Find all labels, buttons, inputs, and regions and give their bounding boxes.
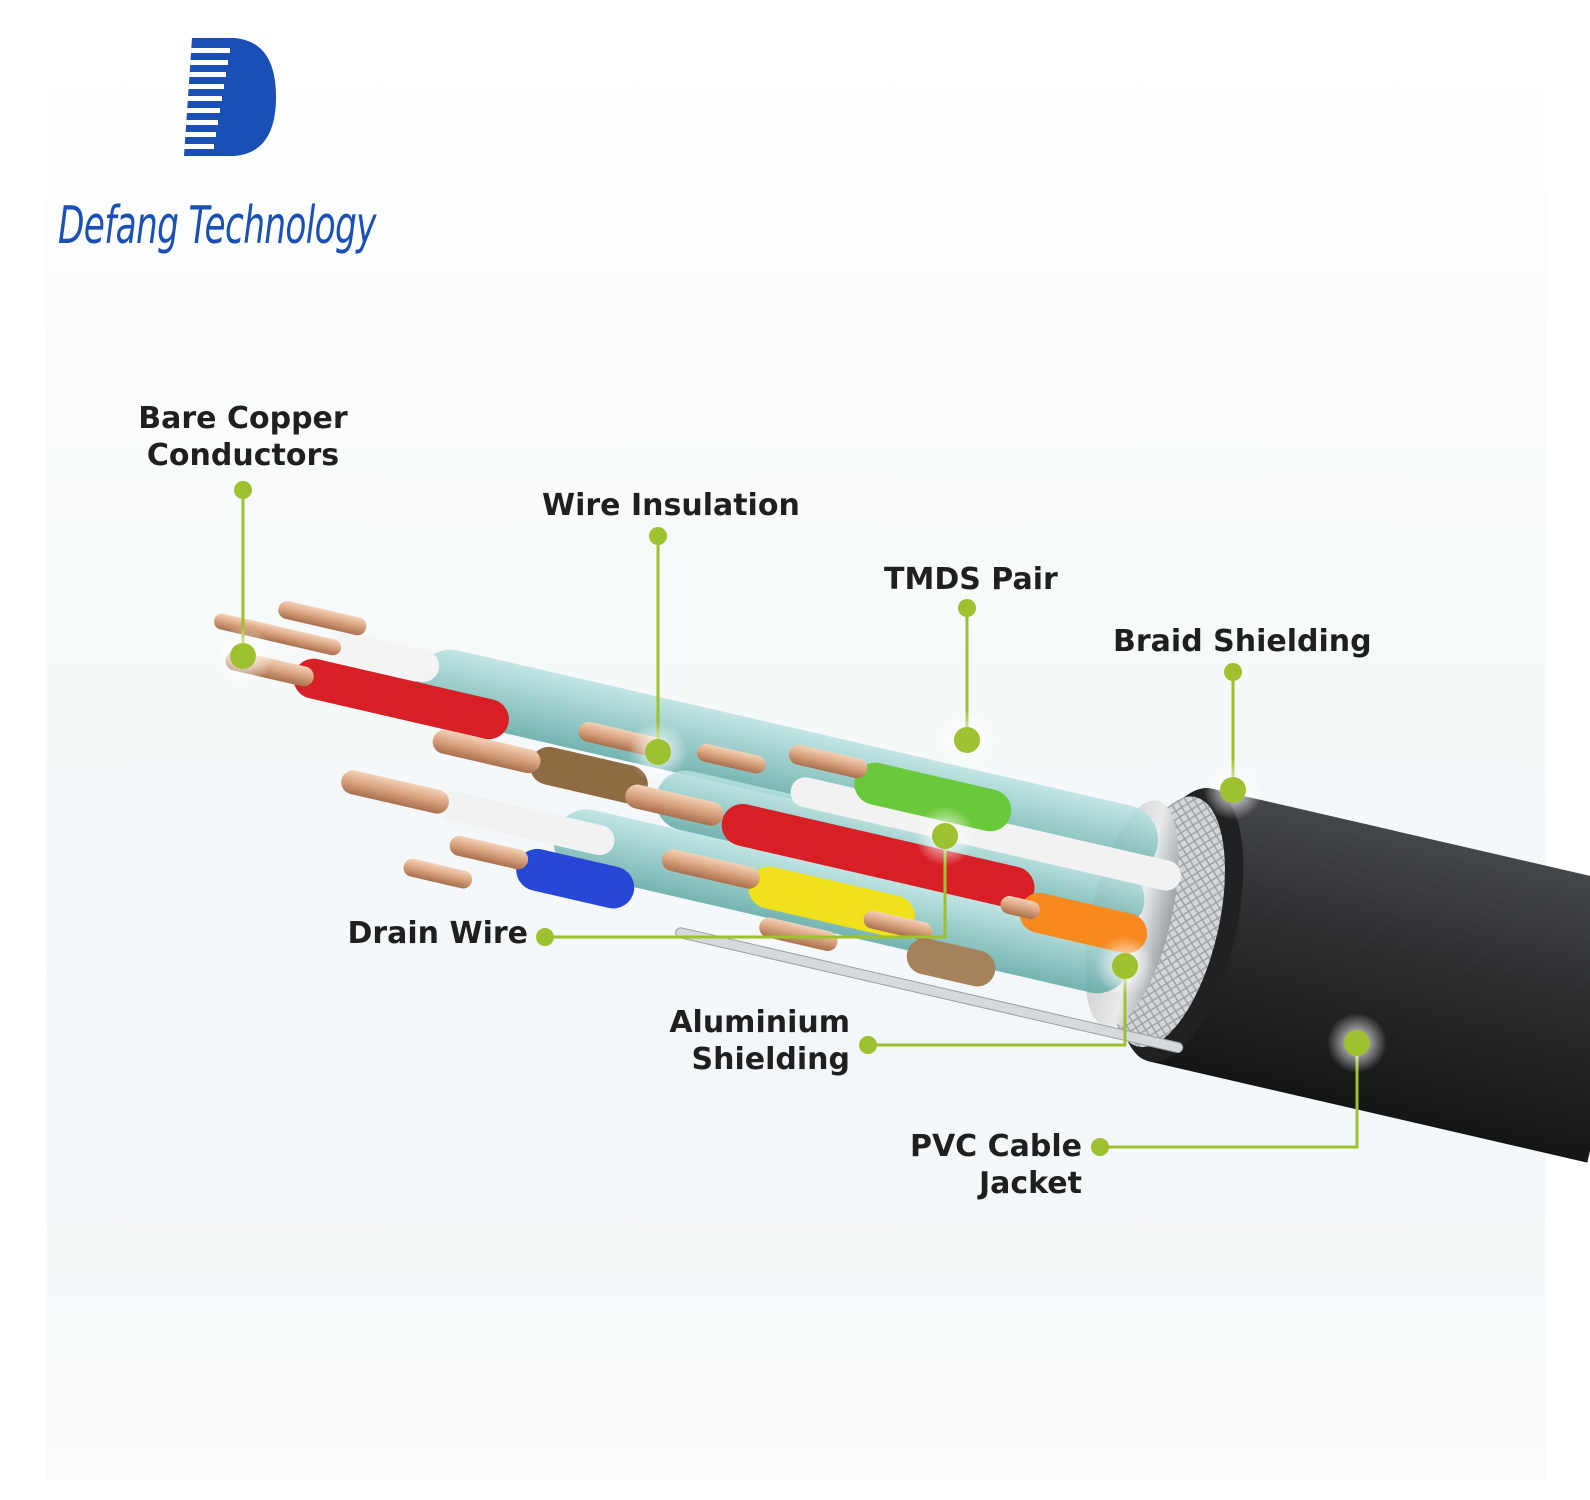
white-wire-1 (331, 632, 440, 683)
brown-wire-1 (529, 746, 648, 804)
label-bare-copper-conductors: Bare Copper Conductors (138, 401, 348, 473)
label-braid-shielding: Braid Shielding (1113, 624, 1372, 659)
red-wire-center (721, 803, 1035, 909)
label-aluminium-shielding: Aluminium Shielding (669, 1005, 850, 1077)
drain-wire-rod (675, 927, 1184, 1054)
label-drain-wire: Drain Wire (347, 916, 528, 951)
brand-logo-icon (184, 38, 276, 156)
blue-wire (516, 848, 635, 909)
white-wire-3 (438, 791, 615, 856)
callout-dots (230, 481, 1370, 1156)
green-wire (854, 762, 1012, 832)
pvc-jacket-shape (1148, 788, 1590, 1163)
label-tmds-pair: TMDS Pair (884, 562, 1058, 597)
label-wire-insulation: Wire Insulation (542, 488, 800, 523)
brown-wire-2 (906, 938, 996, 987)
red-wire-left (293, 658, 509, 740)
label-pvc-cable-jacket: PVC Cable Jacket (909, 1129, 1082, 1201)
brand-name: Defang Technology (58, 196, 376, 256)
